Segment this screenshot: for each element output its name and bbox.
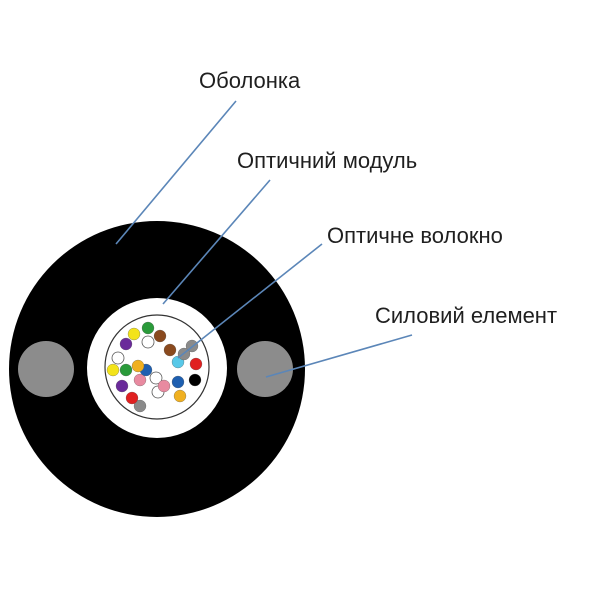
label-optical-module: Оптичний модуль [237,148,418,173]
leader-line-module [162,179,271,305]
optical-fiber-dot [163,343,177,357]
label-strength-member: Силовий елемент [375,303,558,328]
optical-fiber-dot [111,351,125,365]
optical-fiber-dot [153,329,167,343]
optical-fiber-dot [189,357,203,371]
optical-fiber-dot [125,391,139,405]
optical-fiber-dot [171,375,185,389]
label-optical-fiber: Оптичне волокно [327,223,503,248]
strength-member-left [18,341,74,397]
leader-line-fiber [177,243,323,359]
optical-fiber-dot [149,371,163,385]
optical-fiber-dot [106,363,120,377]
optical-fiber-dot [119,363,133,377]
optical-fiber-dot [157,379,171,393]
optical-fiber-dot [133,373,147,387]
optical-fiber-dot [127,327,141,341]
optical-fiber-dot [173,389,187,403]
optical-fiber-dot [131,359,145,373]
optical-fibers [106,321,203,413]
optical-fiber-dot [141,321,155,335]
optical-fiber-dot [141,335,155,349]
strength-member-right [237,341,293,397]
optical-fiber-dot [115,379,129,393]
label-sheath: Оболонка [199,68,301,93]
leader-line-sheath [115,100,237,245]
optical-fiber-dot [188,373,202,387]
optical-fiber-dot [119,337,133,351]
leader-line-strength [265,334,413,378]
optical-fiber-dot [133,399,147,413]
